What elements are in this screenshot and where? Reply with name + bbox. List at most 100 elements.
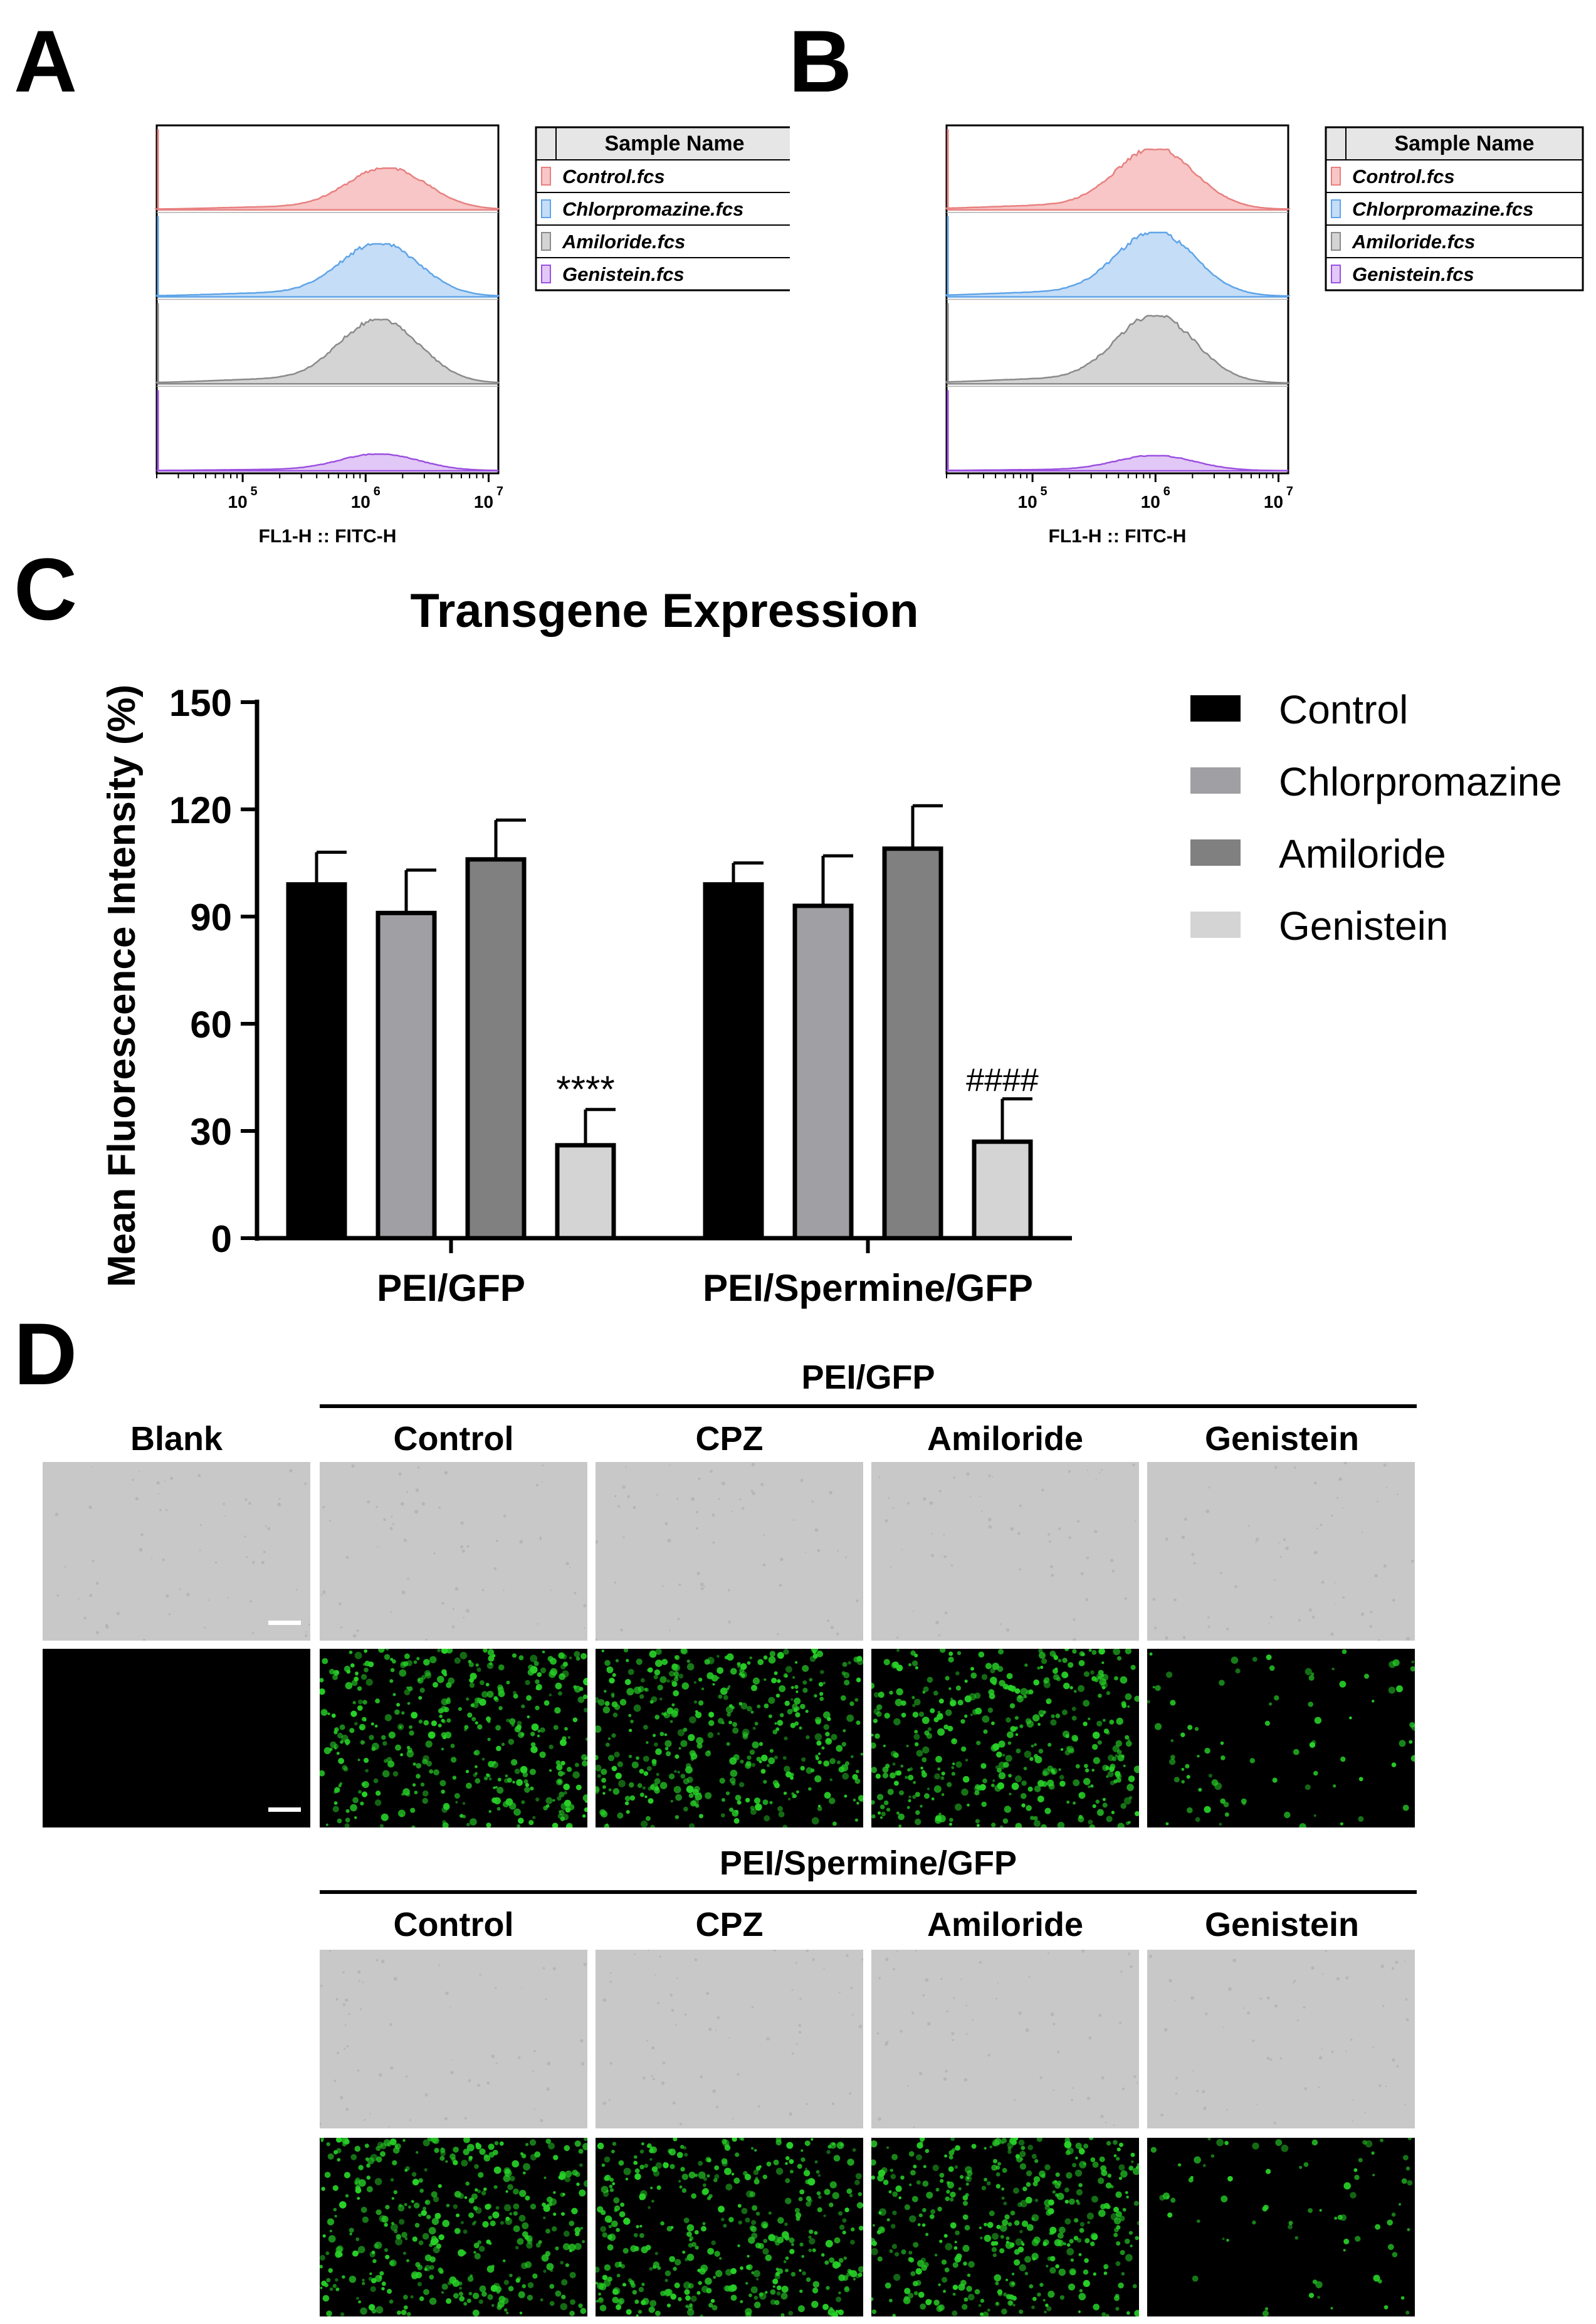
column-label-genistein: Genistein — [1204, 1906, 1360, 1943]
micrograph-blank-fluorescence-image — [43, 1649, 310, 1827]
legend-sample-name: Amiloride.fcs — [1352, 231, 1475, 253]
flow-histogram-amiloride — [155, 318, 500, 385]
micrograph-pei-spermine-gfp-control-brightfield-image — [320, 1950, 587, 2128]
micrograph-pei-spermine-gfp-amiloride-brightfield-image — [876, 1950, 1138, 2128]
micrograph-pei-spermine-gfp-genistein-brightfield — [1147, 1950, 1415, 2128]
legend-label-chlorpromazine: Chlorpromazine — [1279, 759, 1562, 804]
micrograph-pei-gfp-genistein-fluorescence-image — [1147, 1649, 1415, 1827]
y-tick-label: 150 — [169, 682, 232, 724]
micrograph-pei-gfp-control-brightfield — [320, 1462, 587, 1641]
flow-x-tick-label: 10 — [351, 492, 370, 512]
legend-sample-name: Control.fcs — [562, 166, 665, 187]
x-category-label: PEI/GFP — [377, 1267, 525, 1309]
bar-control-pei-spermine-gfp — [703, 882, 764, 1241]
legend-sample-name: Chlorpromazine.fcs — [562, 198, 743, 220]
legend-label-amiloride: Amiloride — [1279, 831, 1446, 876]
flow-x-tick-label: 10 — [1141, 492, 1160, 512]
micrograph-pei-gfp-control-fluorescence — [320, 1649, 587, 1827]
flow-x-tick-exponent: 6 — [1163, 485, 1170, 498]
micrograph-blank-brightfield-image — [55, 1466, 310, 1641]
legend-swatch-genistein — [1331, 265, 1341, 283]
y-tick-label: 0 — [211, 1218, 232, 1260]
bar-genistein-pei-spermine-gfp — [972, 1139, 1033, 1241]
flow-histogram-amiloride — [945, 315, 1291, 385]
legend-header: Sample Name — [605, 132, 745, 155]
micrograph-pei-gfp-cpz-fluorescence-image — [596, 1649, 863, 1827]
scale-bar — [268, 1621, 301, 1625]
micrograph-pei-gfp-amiloride-brightfield — [871, 1462, 1139, 1641]
micrograph-pei-gfp-genistein-brightfield-image — [1152, 1462, 1414, 1641]
y-tick-label: 90 — [190, 896, 232, 939]
micrograph-pei-spermine-gfp-amiloride-brightfield — [871, 1950, 1139, 2128]
legend-swatch-amiloride — [1331, 232, 1341, 251]
micrograph-pei-gfp-cpz-brightfield-image — [596, 1463, 859, 1641]
legend-label-control: Control — [1279, 687, 1408, 732]
flow-x-tick-label: 10 — [1264, 492, 1283, 512]
flow-x-tick-exponent: 6 — [374, 485, 381, 498]
bar-control-pei-gfp — [286, 882, 347, 1241]
flow-histogram-control — [154, 167, 500, 211]
column-label-cpz: CPZ — [695, 1906, 764, 1943]
micrograph-pei-spermine-gfp-genistein-fluorescence — [1147, 2138, 1415, 2316]
column-label-control: Control — [393, 1906, 514, 1943]
y-axis-label: Mean Fluorescence Intensity (%) — [100, 685, 144, 1287]
micrograph-pei-spermine-gfp-cpz-brightfield-image — [602, 1950, 863, 2126]
significance-annotation: **** — [556, 1068, 614, 1110]
micrograph-blank-brightfield — [43, 1462, 310, 1641]
microscopy-panel: PEI/GFP Blank Control CPZ Amiloride Geni… — [0, 1317, 1596, 2320]
legend-label-genistein: Genistein — [1279, 903, 1448, 949]
group-label-pei-spermine-gfp: PEI/Spermine/GFP — [719, 1844, 1017, 1882]
legend-swatch-control — [1331, 167, 1341, 186]
y-tick-label: 30 — [190, 1111, 232, 1153]
legend-swatch-control — [541, 167, 551, 186]
legend-swatch-chlorpromazine — [1190, 767, 1241, 794]
flow-x-axis-label: FL1-H :: FITC-H — [259, 526, 397, 547]
micrograph-pei-gfp-control-fluorescence-image — [320, 1649, 587, 1827]
micrograph-pei-gfp-amiloride-brightfield-image — [878, 1463, 1137, 1641]
legend-frame — [1325, 126, 1584, 292]
micrograph-pei-spermine-gfp-cpz-fluorescence-image — [596, 2138, 863, 2316]
micrograph-pei-spermine-gfp-amiloride-fluorescence-image — [871, 2138, 1139, 2316]
micrograph-pei-gfp-genistein-fluorescence — [1147, 1649, 1415, 1827]
bar-amiloride-pei-spermine-gfp — [882, 846, 943, 1241]
legend-swatch-amiloride — [541, 232, 551, 251]
chart-title: Transgene Expression — [411, 584, 919, 638]
micrograph-pei-spermine-gfp-genistein-brightfield-image — [1148, 1950, 1409, 2125]
micrograph-pei-gfp-control-brightfield-image — [320, 1464, 587, 1641]
micrograph-pei-gfp-genistein-brightfield — [1147, 1462, 1415, 1641]
bar-genistein-pei-gfp — [555, 1143, 616, 1241]
y-tick-label: 60 — [190, 1004, 232, 1046]
flow-x-tick-label: 10 — [1018, 492, 1037, 512]
x-category-label: PEI/Spermine/GFP — [703, 1267, 1033, 1309]
group-label-pei-gfp: PEI/GFP — [801, 1359, 935, 1396]
micrograph-blank-fluorescence — [43, 1649, 310, 1827]
column-label-amiloride: Amiloride — [927, 1906, 1084, 1943]
panel-letter-a: A — [14, 12, 78, 110]
panel-letter-b: B — [789, 12, 853, 110]
legend-swatch-chlorpromazine — [541, 199, 551, 218]
panel-letter-d: D — [14, 1305, 78, 1403]
flow-histogram-genistein — [946, 455, 1289, 472]
legend-swatch-amiloride — [1190, 839, 1241, 866]
legend-swatch-chlorpromazine — [1331, 199, 1341, 218]
micrograph-pei-spermine-gfp-control-fluorescence-image — [320, 2138, 587, 2316]
legend-swatch-control — [1190, 695, 1241, 722]
micrograph-pei-gfp-amiloride-fluorescence — [871, 1649, 1139, 1827]
legend-sample-name: Genistein.fcs — [562, 263, 685, 285]
legend-sample-name: Amiloride.fcs — [562, 231, 685, 253]
bar-chlorpromazine-pei-gfp — [375, 910, 437, 1241]
column-label-amiloride: Amiloride — [927, 1420, 1084, 1458]
flow-histogram-control — [945, 148, 1291, 211]
legend-swatch-genistein — [1190, 912, 1241, 938]
flow-histogram-genistein — [156, 453, 499, 472]
flow-x-tick-exponent: 7 — [496, 485, 503, 498]
micrograph-pei-gfp-amiloride-fluorescence-image — [871, 1649, 1139, 1827]
flow-x-tick-exponent: 5 — [251, 485, 258, 498]
micrograph-pei-spermine-gfp-control-fluorescence — [320, 2138, 587, 2316]
flow-histogram-chlorpromazine — [945, 231, 1291, 298]
micrograph-pei-spermine-gfp-cpz-brightfield — [596, 1950, 863, 2128]
